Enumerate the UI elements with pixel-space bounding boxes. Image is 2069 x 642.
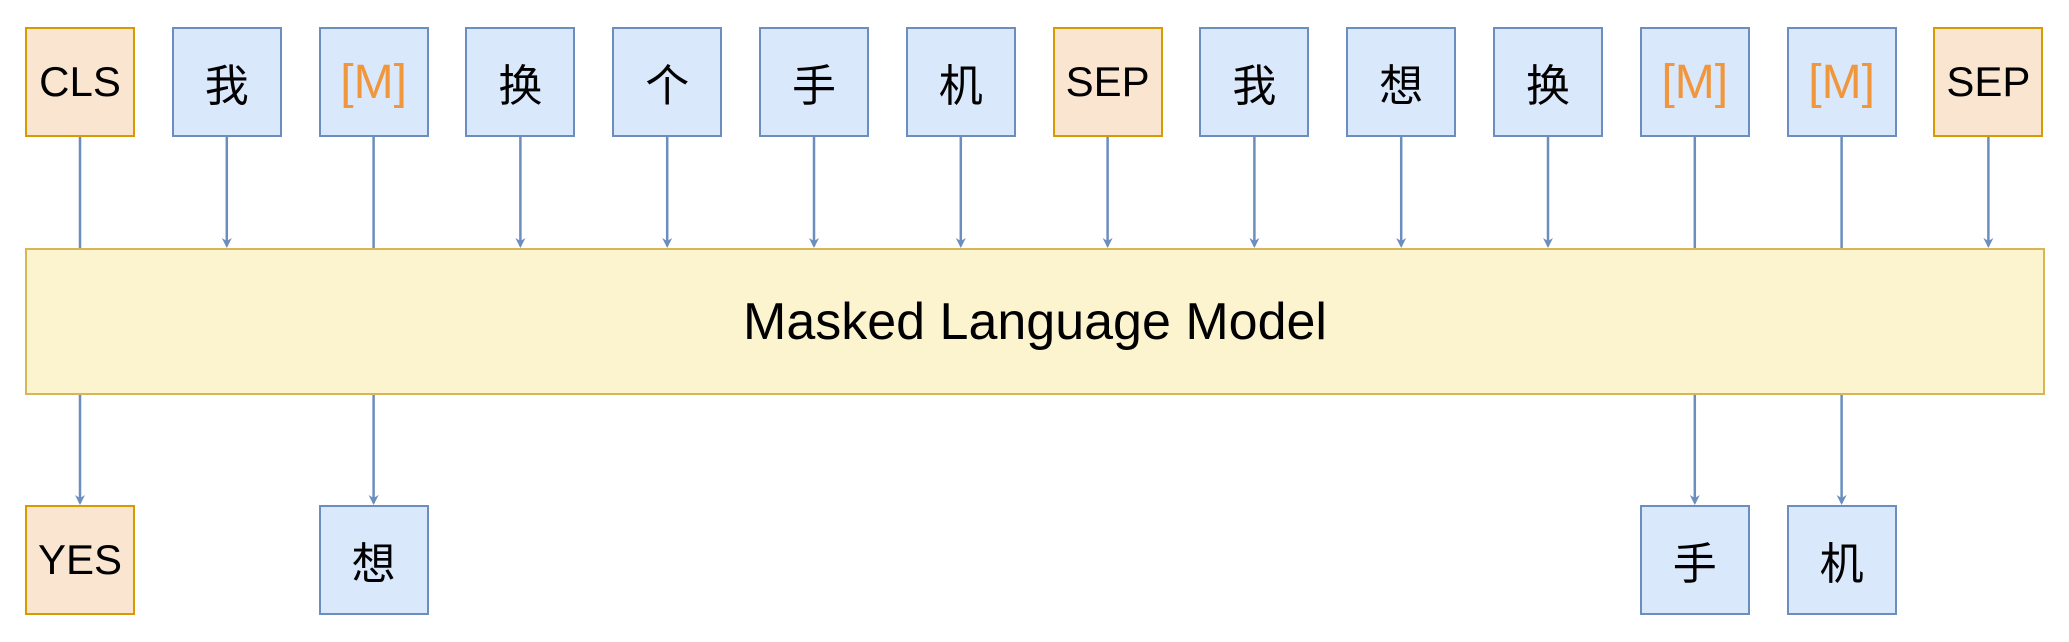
input-token-11: [M] bbox=[1639, 27, 1750, 137]
input-token-label: 换 bbox=[1526, 61, 1570, 112]
input-token-label: CLS bbox=[39, 58, 121, 105]
output-token-12: 机 bbox=[1786, 505, 1897, 615]
output-token-0: YES bbox=[25, 505, 135, 615]
input-token-9: 想 bbox=[1346, 27, 1457, 137]
input-token-label: [M] bbox=[1661, 55, 1729, 109]
input-token-4: 个 bbox=[612, 27, 723, 137]
input-token-label: 手 bbox=[792, 61, 836, 112]
output-token-label: 手 bbox=[1672, 539, 1717, 590]
model-label: Masked Language Model bbox=[743, 292, 1327, 351]
input-token-label: 个 bbox=[645, 61, 690, 112]
input-token-label: 机 bbox=[938, 61, 983, 112]
input-token-7: SEP bbox=[1052, 27, 1163, 137]
input-token-label: 我 bbox=[204, 61, 249, 112]
masked-language-model-block: Masked Language Model bbox=[25, 248, 2045, 395]
input-token-label: 想 bbox=[1379, 61, 1424, 112]
output-token-label: YES bbox=[37, 536, 123, 583]
input-token-5: 手 bbox=[759, 27, 869, 137]
output-token-label: 机 bbox=[1819, 539, 1864, 590]
input-token-label: SEP bbox=[1946, 58, 2031, 105]
input-token-8: 我 bbox=[1199, 27, 1310, 137]
input-token-12: [M] bbox=[1786, 27, 1897, 137]
input-token-label: [M] bbox=[340, 55, 407, 109]
output-token-label: 想 bbox=[351, 539, 396, 590]
input-token-13: SEP bbox=[1933, 27, 2044, 137]
input-token-6: 机 bbox=[905, 27, 1016, 137]
arrow-group bbox=[75, 137, 1994, 505]
input-token-1: 我 bbox=[171, 27, 282, 137]
output-token-11: 手 bbox=[1639, 505, 1750, 615]
output-token-2: 想 bbox=[318, 505, 429, 615]
input-token-3: 换 bbox=[465, 27, 576, 137]
input-token-0: CLS bbox=[25, 27, 135, 137]
input-token-label: [M] bbox=[1808, 55, 1875, 109]
input-token-label: 换 bbox=[498, 61, 543, 112]
input-token-label: 我 bbox=[1232, 61, 1277, 112]
input-token-10: 换 bbox=[1493, 27, 1603, 137]
input-token-label: SEP bbox=[1065, 58, 1150, 105]
input-token-2: [M] bbox=[318, 27, 429, 137]
